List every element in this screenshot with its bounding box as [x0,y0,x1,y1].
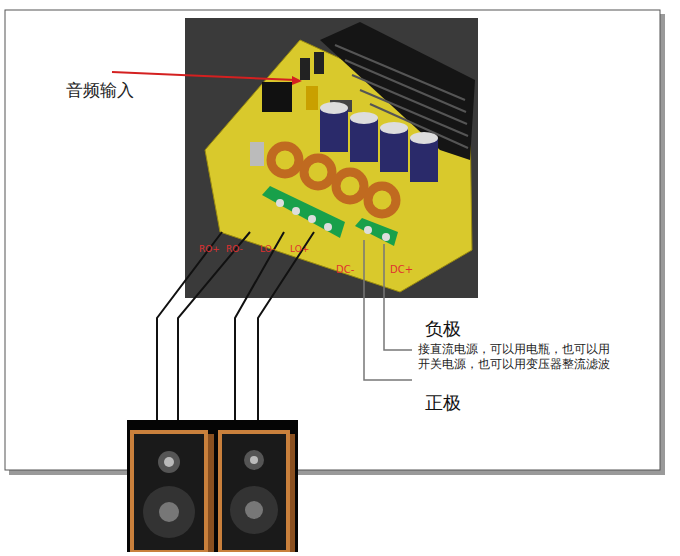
speaker-terminal-block [262,186,345,238]
pin-name: DC+ [390,264,413,276]
pin-name: LO+ [290,244,309,255]
pin-name: RO- [226,244,243,255]
polarity-label: 正极 [425,392,461,414]
power-leader-lines [364,240,412,380]
pin-name: DC- [336,264,354,276]
note: 接直流电源，可以用电瓶，也可以用开关电源，也可以用变压器整流滤波 [418,342,614,372]
frame [5,10,660,470]
terminal-screws [276,199,332,231]
speaker-wires [157,232,314,422]
pin-name: LO- [260,244,275,255]
speaker-photo-background [127,420,298,552]
polarity-label: 负极 [425,318,461,340]
power-terminal-block [355,218,398,246]
arrowhead [292,76,302,85]
capacitors [320,102,438,182]
pin-name: RO+ [199,244,220,255]
power-screws [364,226,390,241]
speakers [130,430,295,552]
chip [250,142,264,166]
input-label: 音频输入 [66,80,134,100]
leader-line [112,72,296,80]
